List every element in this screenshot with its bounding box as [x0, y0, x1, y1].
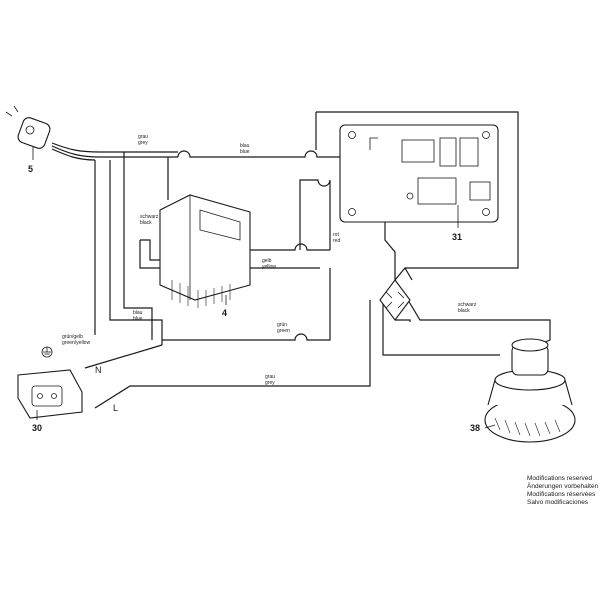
notes: Modifications reserved Änderungen vorbeh…: [527, 475, 599, 506]
label-grey-de: grau: [138, 134, 148, 140]
board-hole-tl: [348, 131, 356, 139]
label-blue-de: blau: [240, 143, 250, 149]
board-relay: [401, 139, 435, 163]
board-hole-tr: [482, 131, 490, 139]
cable-ground: [51, 148, 96, 161]
plug-pin-b: [13, 105, 19, 113]
rectifier: [379, 279, 411, 321]
wire-n: [84, 344, 163, 369]
label-blue2-en: blue: [133, 316, 143, 322]
wires: [51, 111, 551, 409]
wire-black-a: [109, 160, 163, 345]
wire-rect-top: [404, 267, 413, 281]
terminal-n: N: [95, 365, 102, 375]
part-number-38: 38: [470, 423, 480, 433]
label-green-de: grün: [277, 322, 287, 328]
label-grey2-en: grey: [265, 380, 275, 386]
board-31: 31: [339, 124, 499, 242]
switch-terminals: [171, 280, 231, 308]
note-es: Salvo modificaciones: [527, 499, 589, 506]
wire-red: [160, 243, 330, 251]
label-grey2-de: grau: [265, 374, 275, 380]
wire-grey-bottom: [94, 300, 371, 409]
wire-grey-left: [123, 152, 153, 340]
label-blue-en: blue: [240, 149, 250, 155]
label-yellow-en: yellow: [262, 264, 276, 270]
part-number-5: 5: [28, 164, 33, 174]
switch-body: [159, 194, 251, 301]
socket-hole-b: [51, 393, 57, 399]
motor-cap-top: [511, 338, 549, 352]
part-number-4: 4: [222, 308, 227, 318]
board-cap-a: [439, 137, 457, 167]
socket-hole-a: [37, 393, 43, 399]
wire-labels: grau grey blau blue schwarz black blau b…: [62, 134, 477, 386]
plug-ring: [25, 125, 35, 135]
note-fr: Modifications réservées: [527, 491, 596, 498]
part-number-31: 31: [452, 232, 462, 242]
wire-rect-motor: [395, 319, 411, 322]
socket-30: 30: [17, 369, 83, 433]
board-hole-bl: [348, 208, 356, 216]
note-en: Modifications reserved: [527, 475, 592, 482]
ground-icon: [41, 346, 53, 358]
rectifier-diamond: [379, 279, 411, 321]
wire-yellow: [139, 240, 320, 269]
socket-face: [31, 385, 63, 407]
label-black-de: schwarz: [140, 214, 159, 220]
wire-rect-left: [382, 300, 500, 356]
wire-green: [162, 268, 331, 341]
plug-5: 5: [5, 105, 51, 174]
label-gy-de: grün/gelb: [62, 334, 83, 340]
board-cap-b: [459, 137, 479, 167]
label-black2-en: black: [458, 308, 470, 314]
label-green-en: green: [277, 328, 290, 334]
board-outline: [339, 124, 499, 223]
plug-body: [17, 117, 51, 149]
label-black-en: black: [140, 220, 152, 226]
wire-black-switch: [140, 239, 160, 261]
motor-38: 38: [470, 338, 576, 443]
board-pot: [406, 192, 414, 200]
board-trace-hook: [369, 137, 378, 150]
wire-crossover-red: [299, 179, 331, 250]
rectifier-diodes: [385, 291, 405, 309]
cable-blue: [51, 145, 178, 158]
label-red-de: rot: [333, 232, 339, 238]
motor-leader: [484, 424, 496, 429]
cable-grey: [51, 142, 178, 153]
label-gy-en: green/yellow: [62, 340, 90, 346]
label-black2-de: schwarz: [458, 302, 477, 308]
label-red-en: red: [333, 238, 340, 244]
socket-body: [17, 369, 83, 419]
label-yellow-de: gelb: [262, 258, 272, 264]
motor-fins: [494, 417, 561, 437]
board-transformer: [417, 177, 457, 205]
note-de: Änderungen vorbehalten: [527, 482, 599, 490]
part-number-30: 30: [32, 423, 42, 433]
switch-4: 4: [159, 194, 251, 318]
label-grey-en: grey: [138, 140, 148, 146]
plug-pin-a: [5, 111, 13, 117]
terminal-l: L: [113, 403, 118, 413]
switch-rocker: [199, 209, 241, 241]
board-connector: [469, 181, 491, 201]
wire-blue-top: [177, 150, 360, 158]
wire-loop-outer: [316, 111, 519, 281]
board-hole-br: [482, 208, 490, 216]
label-blue2-de: blau: [133, 310, 143, 316]
